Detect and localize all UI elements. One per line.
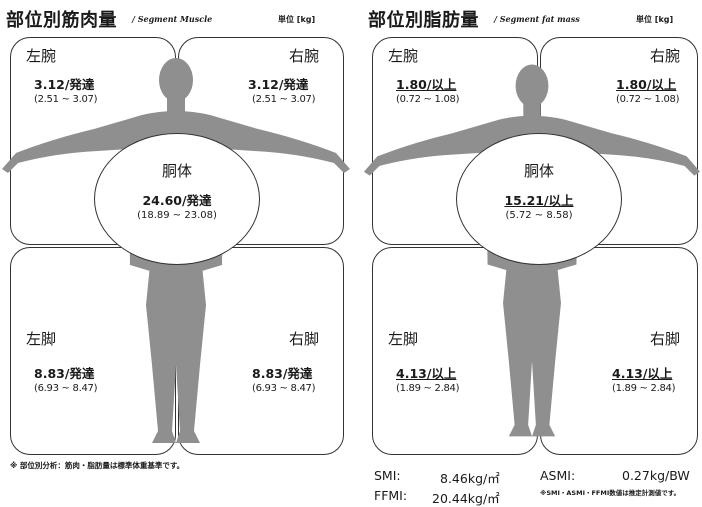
fat-right-arm-name: 右腕 [650,47,681,65]
fat-right-leg-name: 右脚 [650,330,681,348]
smi-value: 8.46kg/㎡ [440,471,500,486]
fat-left-leg-range: (1.89 ~ 2.84) [396,383,460,394]
muscle-left-arm-name: 左腕 [26,47,57,65]
muscle-trunk-value: 24.60/発達 [142,193,212,208]
fat-right-arm-range: (0.72 ~ 1.08) [616,94,680,105]
muscle-right-arm-value: 3.12/発達 [248,77,309,92]
fat-left-leg-name: 左脚 [388,330,419,348]
muscle-title: 部位別筋肉量 [6,10,117,31]
fat-subtitle: / Segment fat mass [494,14,580,24]
muscle-trunk-circle [94,133,260,265]
muscle-left-arm-range: (2.51 ~ 3.07) [34,94,98,105]
fat-left-arm-range: (0.72 ~ 1.08) [396,94,460,105]
fat-trunk-name: 胴体 [523,162,554,180]
muscle-right-arm-range: (2.51 ~ 3.07) [252,94,316,105]
muscle-left-arm-value: 3.12/発達 [34,77,95,92]
fat-right-leg-value: 4.13/以上 [612,366,673,381]
muscle-left-leg-value: 8.83/発達 [34,366,95,381]
muscle-left-leg-range: (6.93 ~ 8.47) [34,383,98,394]
fat-trunk-range: (5.72 ~ 8.58) [505,210,573,221]
fat-left-arm-value: 1.80/以上 [396,77,457,92]
fat-right-arm-value: 1.80/以上 [616,77,677,92]
metrics-note: ※SMI・ASMI・FFMI数値は推定計測値です。 [540,489,681,497]
ffmi-value: 20.44kg/㎡ [432,491,500,506]
fat-trunk-value: 15.21/以上 [504,193,574,208]
muscle-subtitle: / Segment Muscle [132,14,213,24]
muscle-unit: 単位 [kg] [278,15,316,24]
asmi-label: ASMI: [540,468,576,483]
muscle-right-leg-range: (6.93 ~ 8.47) [252,383,316,394]
fat-left-leg-value: 4.13/以上 [396,366,457,381]
ffmi-label: FFMI: [374,488,408,503]
muscle-right-leg-name: 右脚 [289,330,320,348]
muscle-left-leg-name: 左脚 [26,330,57,348]
muscle-trunk-range: (18.89 ~ 23.08) [137,210,217,221]
fat-right-leg-range: (1.89 ~ 2.84) [612,383,676,394]
muscle-right-leg-value: 8.83/発達 [252,366,313,381]
fat-left-arm-name: 左腕 [388,47,419,65]
muscle-footnote: ※ 部位別分析：筋肉・脂肪量は標準体重基準です。 [10,461,185,470]
muscle-trunk-name: 胴体 [161,162,192,180]
asmi-value: 0.27kg/BW [622,468,690,483]
muscle-right-arm-name: 右腕 [289,47,320,65]
fat-unit: 単位 [kg] [636,15,674,24]
fat-title: 部位別脂肪量 [368,10,479,31]
smi-label: SMI: [374,468,401,483]
fat-trunk-circle [456,133,622,265]
